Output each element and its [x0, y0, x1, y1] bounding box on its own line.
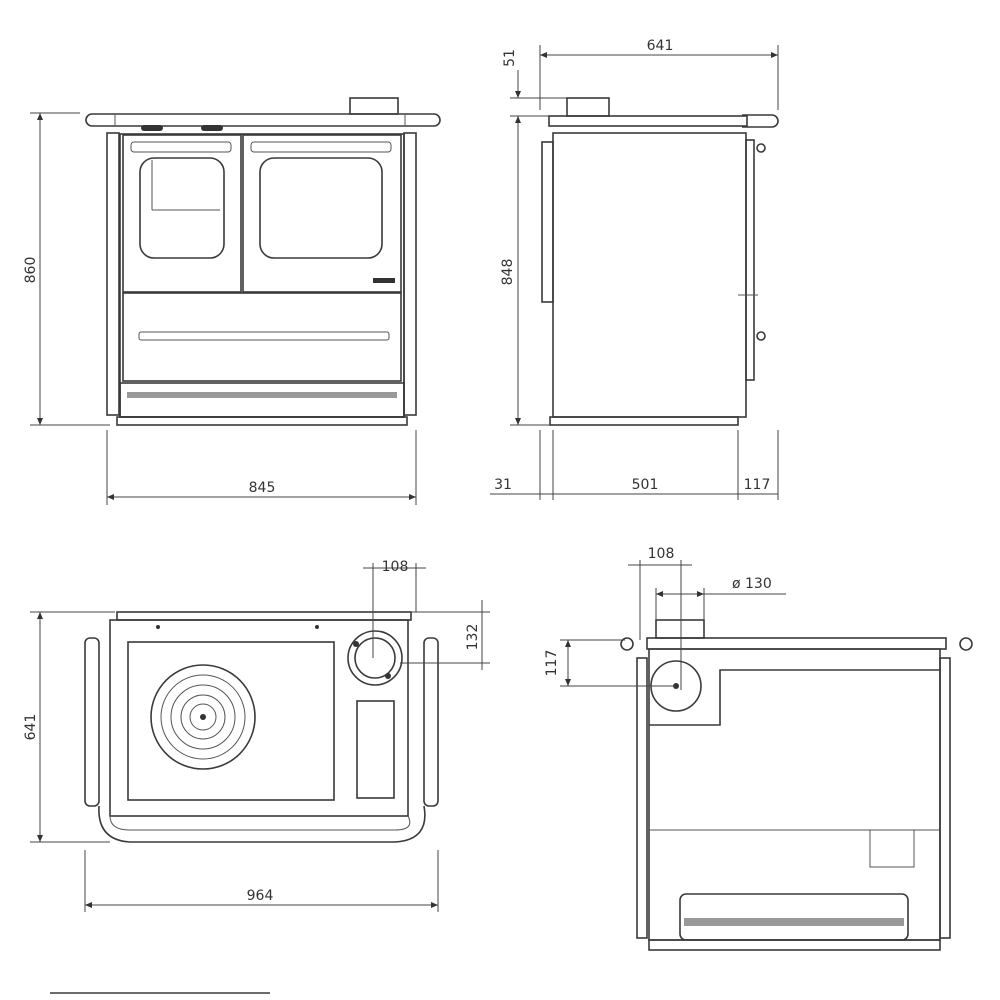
back-flue-height-label: 117	[544, 650, 560, 677]
side-body-depth-label: 501	[632, 477, 659, 493]
back-view	[620, 619, 973, 951]
top-view	[84, 611, 439, 843]
side-top-offset-label: 51	[502, 49, 518, 67]
back-dimensions: 108 ø 130 117	[544, 546, 786, 690]
back-flue-offset-label: 108	[648, 546, 675, 562]
back-flue-diameter-label: ø 130	[732, 576, 772, 592]
side-dimensions: 641 51 848 31 501 117	[490, 38, 779, 500]
side-height-label: 848	[500, 259, 516, 286]
front-dimensions: 860 845	[23, 112, 417, 505]
side-front-offset-label: 31	[494, 477, 512, 493]
front-height-label: 860	[23, 257, 39, 284]
top-flue-depth-label: 132	[465, 624, 481, 651]
top-flue-offset-label: 108	[382, 559, 409, 575]
front-view	[85, 97, 441, 426]
top-width-label: 964	[247, 888, 274, 904]
top-dimensions: 108 132 641 964	[23, 559, 490, 912]
front-width-label: 845	[249, 480, 276, 496]
hotplate-rings	[150, 664, 256, 770]
side-view	[541, 97, 779, 426]
side-rear-offset-label: 117	[744, 477, 771, 493]
side-depth-label: 641	[647, 38, 674, 54]
top-depth-label: 641	[23, 714, 39, 741]
